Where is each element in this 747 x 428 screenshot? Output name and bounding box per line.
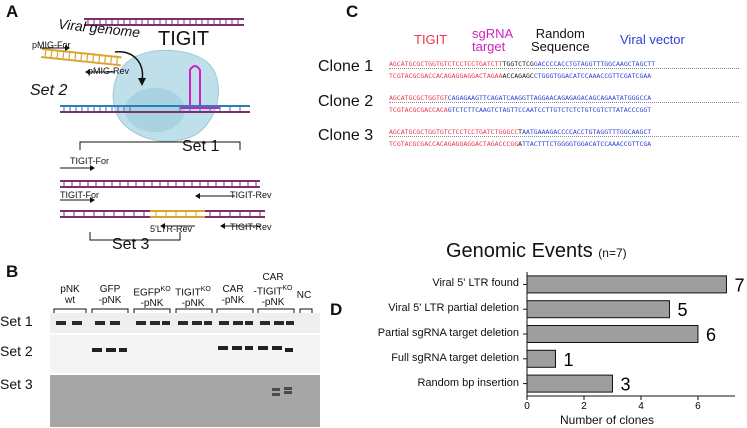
clone-1-bottom-strand: TCGTACGCGACCACAGAGGAGGACTAGAAACCAGAGCCTG…	[389, 72, 651, 80]
bar	[526, 349, 556, 368]
insertion-arrow	[114, 51, 144, 81]
lane-label-tigit-ko: TIGITKO-pNK	[175, 286, 211, 310]
panel-c-letter: C	[346, 2, 359, 21]
bar	[526, 275, 727, 294]
tigit-dna-top	[84, 18, 244, 26]
bar-value-label: 7	[734, 275, 744, 295]
set1-bracket	[79, 141, 241, 150]
sequence-segment-viral: AATGAAAGACCCCACCTGTAGGTTTGGCAAGCT	[522, 128, 652, 136]
sequence-segment-tigit: TCGTACGCGACCACAGAGGAGGACTAGAA	[389, 72, 503, 80]
panel-a-schematic	[40, 18, 265, 241]
pmig-rev-label: pMIG-Rev	[88, 66, 130, 76]
set1-dna	[60, 180, 260, 188]
sequence-segment-tigit: TCGTACGCGACCACAGAGGAGGACTAGACCCGG	[389, 140, 519, 148]
category-label: Random bp insertion	[417, 376, 519, 389]
bar	[526, 300, 670, 319]
clone-2-top-strand: AGCATGCGCTGGTGTCAGAGAAGTTCAGATCAAGGTTAGG…	[389, 94, 651, 102]
clone-2-label: Clone 2	[318, 93, 374, 110]
gel-row-label-set1: Set 1	[0, 313, 33, 329]
base-pair-ticks	[389, 68, 739, 72]
tigit-rev-label-1: TIGIT-Rev	[230, 190, 272, 200]
x-tick-label: 6	[695, 401, 701, 410]
sequence-segment-viral: GTCTCTTCAAGTCTAGTTCCAATCCTTGTCTCTCTGTCGT…	[447, 106, 652, 114]
bar-value-label: 5	[677, 300, 687, 320]
category-label: Viral 5' LTR partial deletion	[388, 302, 519, 315]
bar	[526, 374, 613, 393]
set2-bands	[92, 346, 293, 352]
panel-b-letter: B	[6, 262, 19, 281]
tigit-title: TIGIT	[158, 28, 210, 50]
sequence-segment-tigit: AGCATGCGCTGGTGT	[389, 94, 448, 102]
clone-3-bottom-strand: TCGTACGCGACCACAGAGGAGGACTAGACCCGGATTACTT…	[389, 140, 651, 148]
tigit-rev-label-2: TIGIT-Rev	[230, 222, 272, 232]
base-pair-ticks	[389, 136, 739, 140]
sequence-segment-viral: CAGAGAAGTTCAGATCAAGGTTAGGAACAGAGAGACAGCA…	[447, 94, 652, 102]
sequence-segment-viral: GACCCCACCTGTAGGTTTGGCAAGCTAGCTT	[533, 60, 656, 68]
panel-a-letter: A	[6, 2, 19, 21]
gel-row-label-set3: Set 3	[0, 376, 33, 392]
lane-label-car: CAR-pNK	[221, 284, 245, 306]
clone-1-label: Clone 1	[318, 58, 374, 75]
legend-sgrna-target: sgRNA target	[472, 26, 514, 54]
sequence-segment-random: A	[518, 140, 523, 148]
sequence-segment-random: ACCAGAGC	[502, 72, 534, 80]
gel-image	[50, 313, 320, 427]
sequence-segment-tigit: TCGTACGCGACCACA	[389, 106, 448, 114]
category-label: Full sgRNA target deletion	[391, 351, 519, 364]
sequence-segment-viral: CTGGGTGGACATCCAAACCGTTCGATCGAA	[533, 72, 652, 80]
x-tick-label: 4	[638, 401, 644, 410]
x-tick-label: 2	[581, 401, 587, 410]
set3-label: Set 3	[112, 236, 150, 253]
legend-random-sequence: Random Sequence	[531, 26, 590, 54]
set1-bands	[56, 321, 294, 325]
clone-2-bottom-strand: TCGTACGCGACCACAGTCTCTTCAAGTCTAGTTCCAATCC…	[389, 106, 651, 114]
sgrna-hairpin	[189, 65, 201, 105]
viral-genome-dna	[40, 48, 122, 67]
lane-label-nc: NC	[296, 290, 312, 301]
x-tick-label: 0	[524, 401, 530, 410]
bar-value-label: 1	[563, 350, 573, 370]
tigit-for-label-1: TIGIT-For	[70, 156, 109, 166]
clone-1-top-strand: AGCATGCGCTGGTGTCTCCTCCTGATCTTTGGTCTCGGAC…	[389, 60, 655, 68]
x-axis-label: Number of clones	[560, 413, 655, 427]
bar-value-label: 6	[706, 325, 716, 345]
lane-label-gfp: GFP-pNK	[98, 284, 122, 306]
set3-bands	[272, 387, 292, 396]
clone-3-label: Clone 3	[318, 127, 374, 144]
sequence-alignment: AGCATGCGCTGGTGTCTCCTCCTGATCTTTGGTCTCGGAC…	[389, 52, 745, 164]
bar	[526, 325, 699, 343]
bar-value-label: 3	[620, 375, 630, 395]
legend-tigit: TIGIT	[414, 32, 448, 47]
tigit-for-label-2: TIGIT-For	[60, 190, 99, 200]
clone-3-top-strand: AGCATGCGCTGGTGTCTCCTCCTGATCTGGGCCTAATGAA…	[389, 128, 651, 136]
sequence-segment-random: T	[518, 128, 523, 136]
target-dna	[60, 105, 250, 113]
ltr-rev-label: 5'LTR-Rev	[150, 224, 193, 234]
legend-viral-vector: Viral vector	[620, 32, 685, 47]
set2-label: Set 2	[30, 82, 68, 99]
category-label: Viral 5' LTR found	[432, 277, 519, 290]
sequence-segment-tigit: AGCATGCGCTGGTGTCTCCTCCTGATCTT	[389, 60, 503, 68]
base-pair-ticks	[389, 102, 739, 106]
sequence-segment-tigit: AGCATGCGCTGGTGTCTCCTCCTGATCTGGGCC	[389, 128, 519, 136]
panel-d-letter: D	[330, 300, 343, 319]
lane-label-egfp-ko: EGFPKO-pNK	[133, 286, 171, 310]
set1-label: Set 1	[182, 138, 220, 155]
chart-title: Genomic Events (n=7)	[446, 240, 627, 262]
sequence-segment-viral: TTACTTTCTGGGGTGGACATCCAAACCGTTCGA	[522, 140, 652, 148]
lane-brackets	[53, 308, 313, 314]
pmig-for-label: pMIG-For	[32, 40, 71, 50]
set3-bracket	[89, 232, 181, 241]
gel-row-label-set2: Set 2	[0, 343, 33, 359]
category-label: Partial sgRNA target deletion	[377, 327, 519, 339]
sequence-segment-random: TGGTCTCG	[502, 60, 534, 68]
lane-label-car-tigit-ko: CAR-TIGITKO-pNK	[253, 272, 293, 309]
set3-dna	[60, 210, 265, 218]
